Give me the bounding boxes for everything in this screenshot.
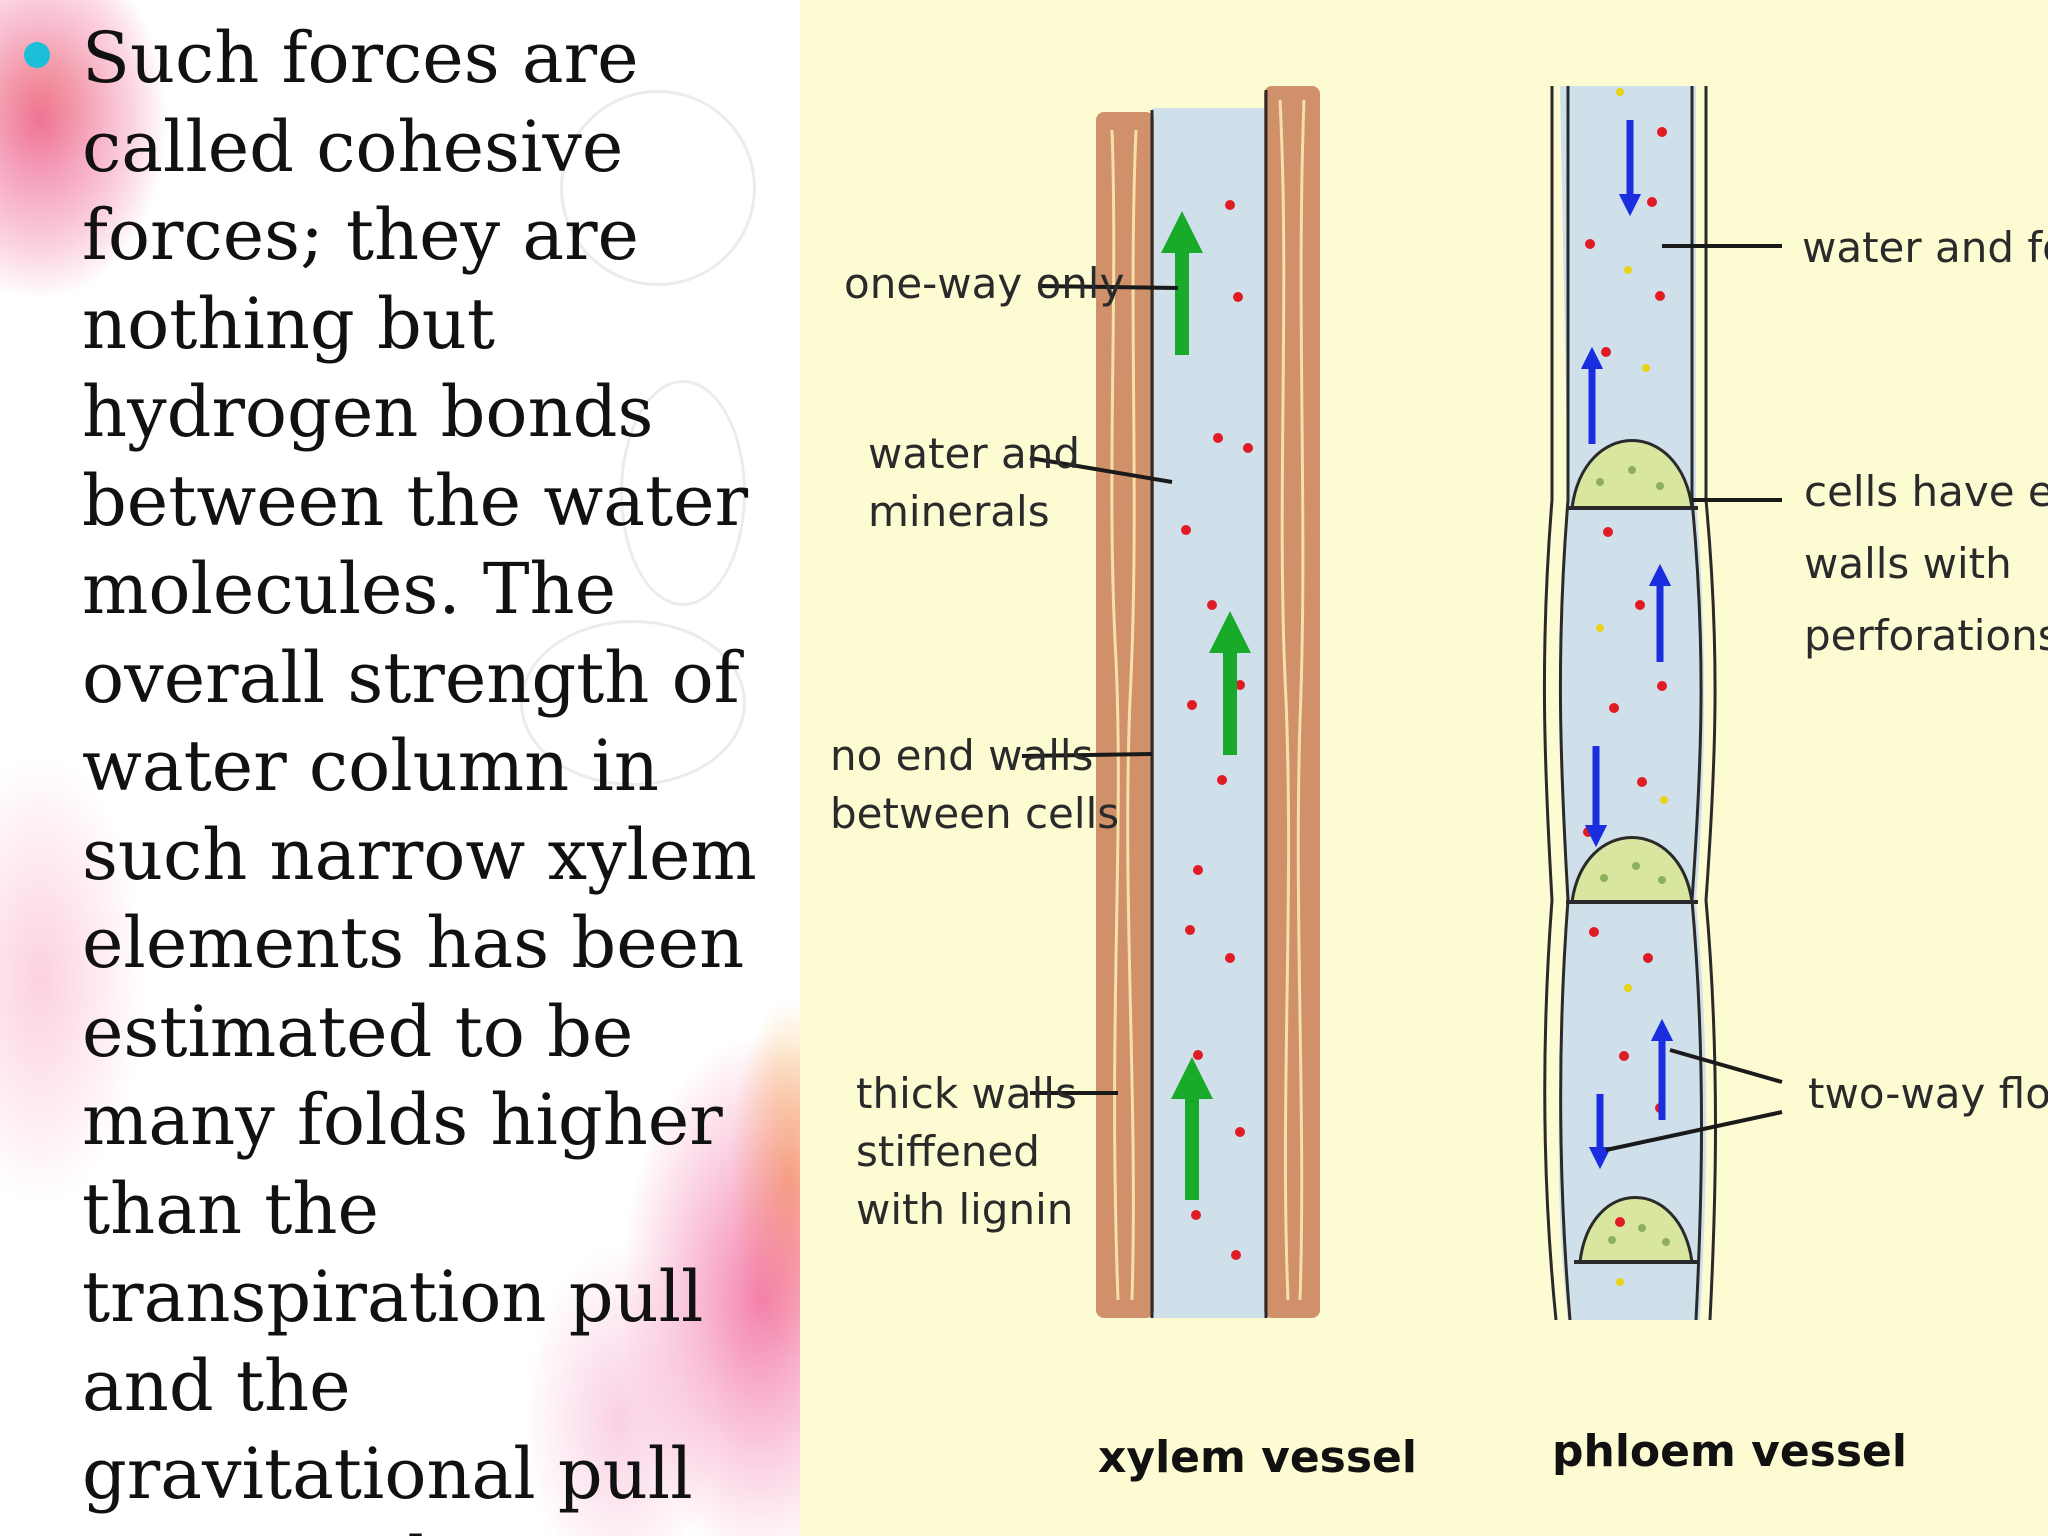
phloem-vessel [1542, 86, 1783, 1321]
decorative-swirl [560, 90, 756, 286]
bullet-dot-icon [24, 42, 50, 68]
xylem-vessel [1021, 86, 1320, 1318]
phloem-flow-arrows [1580, 120, 1674, 1170]
phloem-labels: water and food cells have end walls with… [1552, 223, 2048, 1477]
sieve-plates [1566, 439, 1698, 1264]
xylem-lumen [1152, 108, 1266, 1318]
label-thick-walls: thick walls stiffened with lignin [856, 1069, 1090, 1234]
lignin-pattern [1110, 99, 1306, 1301]
decorative-swirl [520, 620, 746, 786]
body-text: Such forces are called cohesive forces; … [82, 17, 757, 1536]
diagram-panel: one-way only water and minerals no end w… [800, 0, 2048, 1536]
sieve-plate [1570, 439, 1694, 510]
vessel-diagram: one-way only water and minerals no end w… [830, 86, 2048, 1483]
label-no-end-walls: no end walls between cells [830, 731, 1119, 838]
label-cells-have-end-walls: cells have end walls with perforations [1804, 467, 2048, 660]
xylem-flow-arrows [1161, 211, 1251, 1200]
label-one-way-only: one-way only [844, 259, 1124, 308]
phloem-lumen [1558, 86, 1707, 1320]
caption-xylem-vessel: xylem vessel [1098, 1432, 1417, 1483]
phloem-leader-lines [1605, 244, 1783, 1152]
xylem-right-wall [1264, 86, 1320, 1318]
sieve-plate [1570, 836, 1694, 904]
xylem-wall-outlines [1150, 90, 1268, 1318]
caption-phloem-vessel: phloem vessel [1552, 1426, 1907, 1477]
label-two-way-flow: two-way flow [1808, 1069, 2048, 1118]
xylem-labels: one-way only water and minerals no end w… [830, 259, 1417, 1483]
phloem-wall-outlines [1542, 86, 1717, 1321]
left-text-panel: Such forces are called cohesive forces; … [0, 0, 800, 1536]
phloem-yellow-dots [1596, 88, 1668, 1286]
sieve-plate [1578, 1196, 1694, 1264]
label-water-and-food: water and food [1802, 223, 2048, 272]
xylem-left-wall [1096, 112, 1154, 1318]
phloem-food-dots [1583, 127, 1667, 1227]
xylem-leader-lines [1021, 284, 1179, 1095]
decorative-swirl [620, 380, 746, 606]
label-water-and-minerals: water and minerals [868, 429, 1093, 536]
